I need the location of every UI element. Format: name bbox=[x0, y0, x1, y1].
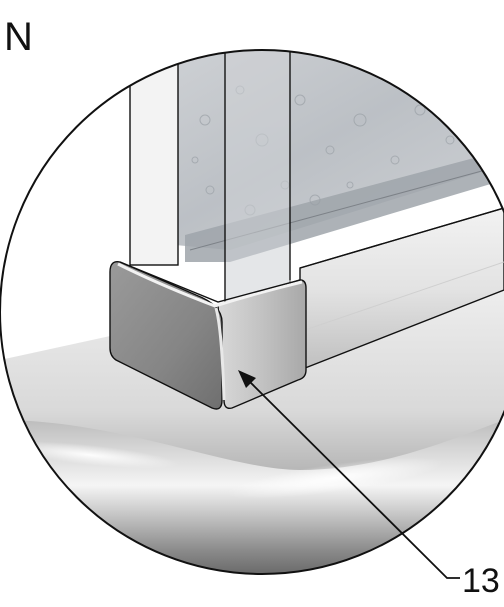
detail-circle-outline bbox=[0, 49, 504, 575]
callout-13: 13 bbox=[238, 370, 500, 600]
corner-cap-side bbox=[217, 279, 307, 410]
detail-circle bbox=[0, 50, 504, 574]
leader-arrowhead bbox=[238, 370, 256, 388]
view-label: N bbox=[4, 15, 33, 59]
callout-number: 13 bbox=[462, 562, 500, 600]
vertical-post-left bbox=[129, 50, 179, 266]
leader-line bbox=[245, 377, 460, 579]
vertical-post-center bbox=[224, 50, 291, 311]
